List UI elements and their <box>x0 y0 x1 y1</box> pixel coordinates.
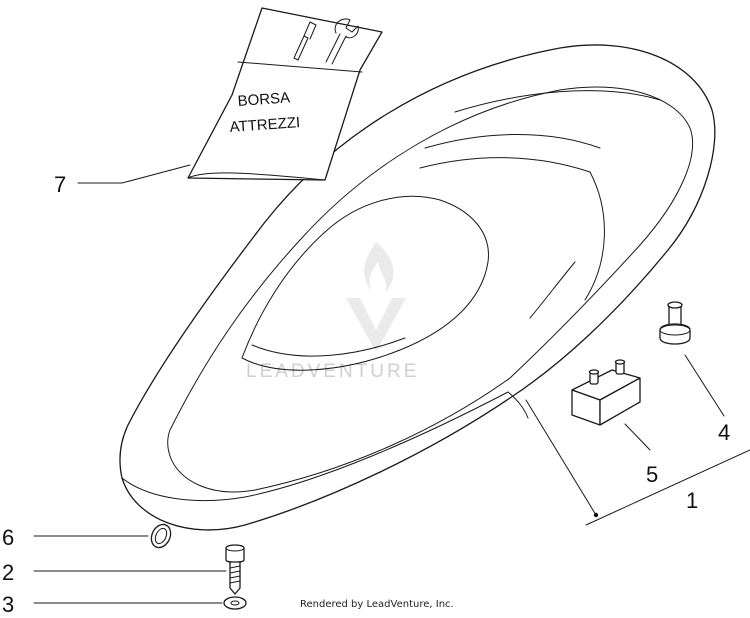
washer-part <box>223 596 247 610</box>
tool-bag-icon: BORSA ATTREZZI <box>187 7 383 181</box>
callout-2: 2 <box>2 560 14 585</box>
leader-lines <box>33 164 750 604</box>
o-ring-part <box>150 523 172 549</box>
callout-6: 6 <box>2 525 14 550</box>
bracket-part <box>571 359 641 426</box>
bolt-part <box>659 301 691 345</box>
leadventure-logo-icon <box>346 242 406 352</box>
watermark-text: LEADVENTURE <box>246 361 419 382</box>
seat <box>119 44 716 531</box>
callout-7: 7 <box>54 172 66 197</box>
tool-bag-label-line2: ATTREZZI <box>229 114 301 136</box>
callout-4: 4 <box>718 420 730 445</box>
callout-3: 3 <box>2 592 14 617</box>
tool-bag-label-line1: BORSA <box>237 89 291 110</box>
render-credit: Rendered by LeadVenture, Inc. <box>300 599 454 610</box>
watermark: LEADVENTURE <box>246 242 419 382</box>
screw-part <box>225 544 245 595</box>
callout-1: 1 <box>686 488 698 513</box>
callout-5: 5 <box>646 462 658 487</box>
